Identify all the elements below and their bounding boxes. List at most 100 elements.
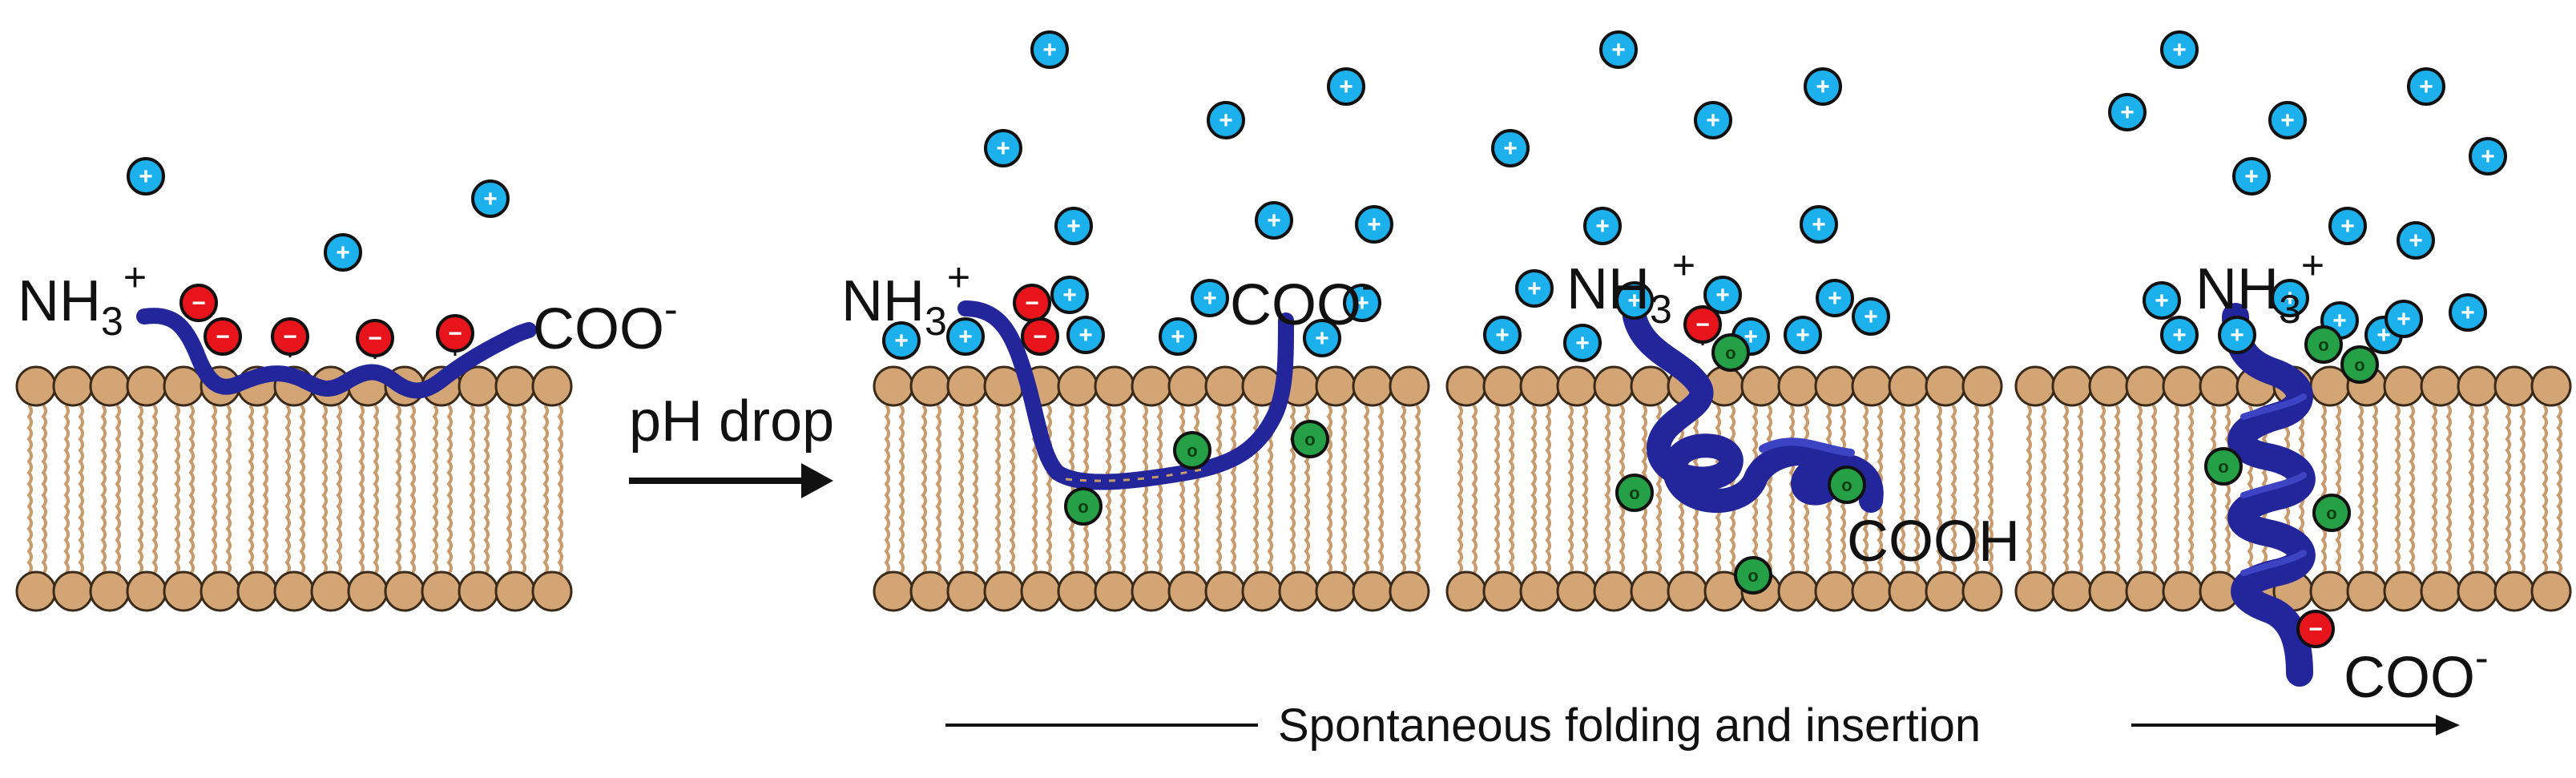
plus-ion-icon: +	[1207, 101, 1245, 139]
lipid-head	[1315, 570, 1357, 612]
ion-circle	[127, 157, 165, 196]
plus-ion-icon: +	[882, 321, 921, 360]
lipid-head	[2420, 365, 2461, 407]
ion-symbol: +	[1816, 74, 1830, 100]
lipid-tail	[2062, 404, 2069, 575]
lipid-tail	[2136, 404, 2143, 575]
ion-symbol: −	[1695, 312, 1710, 338]
ion-circle	[882, 321, 921, 360]
lipid-tail	[2210, 404, 2216, 575]
lipid-tail	[1400, 404, 1406, 575]
lipid-head	[1352, 365, 1393, 407]
plus-ion-icon: +	[1066, 316, 1105, 354]
ion-symbol: +	[1527, 276, 1542, 302]
lipid-head	[1278, 570, 1320, 612]
ion-symbol: +	[1042, 37, 1057, 63]
lipid-tail	[1377, 404, 1384, 575]
plus-ion-icon: +	[1491, 129, 1530, 167]
ion-circle	[324, 233, 362, 272]
ion-circle	[2304, 325, 2343, 364]
ion-symbol: +	[1203, 285, 1217, 312]
lipid-head	[2383, 365, 2425, 407]
ion-symbol: +	[2283, 285, 2297, 312]
lipid-head	[531, 365, 573, 407]
peptide-panel-3	[1623, 304, 1884, 514]
ion-circle	[2218, 316, 2256, 354]
lipid-head	[1556, 365, 1598, 407]
lipid-head	[52, 365, 94, 407]
ion-circle	[1694, 101, 1732, 139]
lipid-head	[1057, 365, 1099, 407]
n-terminus-label-panel-2: NH3+	[841, 255, 970, 344]
ion-circle	[271, 317, 309, 356]
lipid-tail	[2114, 404, 2120, 575]
lipid-head	[89, 365, 131, 407]
lipid-tail	[432, 404, 438, 575]
lipid-head	[1888, 570, 1929, 612]
n-terminus-label-panel-4: NH3+	[2195, 243, 2324, 332]
lipid-head	[2162, 365, 2203, 407]
ion-circle	[2271, 279, 2309, 317]
lipid-tail	[994, 404, 1001, 575]
lipid-tail	[2468, 404, 2474, 575]
lipid-tail	[2556, 404, 2562, 575]
lipid-tail	[506, 404, 512, 575]
lipid-tail	[1156, 404, 1163, 575]
lipid-tail	[2372, 404, 2378, 575]
ion-circle	[2143, 281, 2181, 320]
ion-circle	[2160, 316, 2199, 354]
ion-circle	[1327, 67, 1365, 106]
lipid-head	[236, 570, 278, 612]
lipid-bilayer-panel-4	[2014, 365, 2572, 612]
lipid-tail	[78, 404, 84, 575]
lipid-bilayer-panel-3	[1445, 365, 2003, 612]
lipid-head	[1352, 570, 1393, 612]
lipid-head	[2014, 365, 2056, 407]
lipid-head	[494, 365, 536, 407]
lipid-tail	[1494, 404, 1500, 575]
ion-circle	[2397, 221, 2435, 260]
ion-circle	[1159, 317, 1197, 356]
lipid-head	[1131, 365, 1172, 407]
ion-symbol: +	[2172, 322, 2187, 349]
process-arrow-head	[2436, 715, 2460, 736]
lipid-head	[1851, 365, 1893, 407]
lipid-head	[2420, 570, 2461, 612]
ion-symbol: o	[2318, 335, 2328, 355]
lipid-tail	[1766, 404, 1772, 575]
peptide-panel-1	[136, 308, 537, 399]
lipid-tail	[1046, 404, 1052, 575]
lipid-tail	[921, 404, 927, 575]
c-terminus-label-panel-2: COO-	[1230, 263, 1375, 337]
plus-ion-icon: +	[127, 157, 165, 196]
lipid-tail	[2187, 404, 2194, 575]
lipid-head	[1167, 570, 1209, 612]
lipid-head	[1519, 365, 1561, 407]
peptide-stripe	[1065, 468, 1203, 482]
ion-circle	[2232, 157, 2271, 196]
plus-ion-icon: +	[1784, 316, 1822, 354]
plus-ion-icon: +	[1852, 297, 1890, 336]
lipid-head	[1131, 570, 1172, 612]
minus-ion-icon: −	[271, 317, 309, 357]
lipid-head	[2088, 570, 2130, 612]
ion-symbol: −	[448, 320, 462, 347]
neutral-ion-icon: o	[1734, 556, 1772, 595]
lipid-head	[1057, 570, 1099, 612]
ion-circle	[984, 129, 1022, 167]
plus-ion-icon: +	[1583, 207, 1622, 245]
ion-symbol: +	[1495, 322, 1510, 349]
lipid-head	[1777, 570, 1819, 612]
lipid-head	[2457, 570, 2498, 612]
lipid-tail	[115, 404, 121, 575]
lipid-head	[2346, 570, 2388, 612]
lipid-head	[2199, 365, 2240, 407]
c-terminus-label-panel-3: COOH	[1847, 510, 2020, 574]
lipid-tail	[1567, 404, 1574, 575]
lipid-tail	[2394, 404, 2401, 575]
ion-circle	[1599, 30, 1638, 69]
ion-symbol: o	[1187, 441, 1197, 461]
ion-symbol: −	[216, 324, 230, 350]
ion-symbol: o	[1078, 497, 1088, 517]
ion-symbol: +	[1595, 213, 1610, 240]
